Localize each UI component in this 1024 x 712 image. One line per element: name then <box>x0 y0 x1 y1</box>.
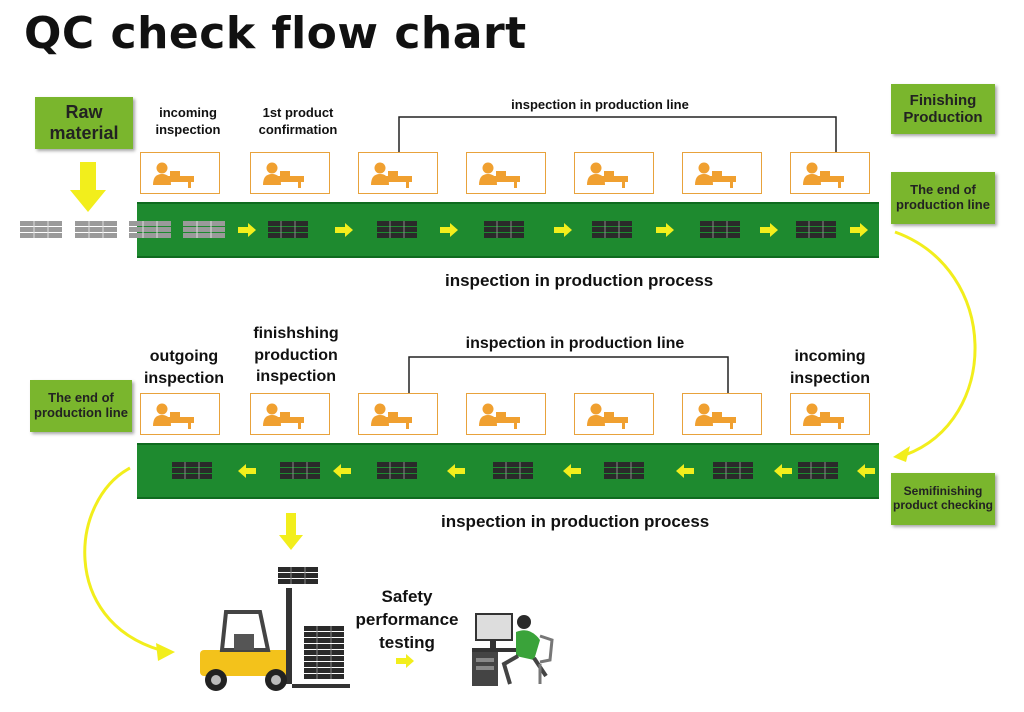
worker-icon <box>587 162 628 188</box>
right-arrow-icon <box>850 223 868 237</box>
product-stack-icon <box>376 461 418 480</box>
worker-icon <box>153 403 194 429</box>
product-stack-icon <box>492 461 534 480</box>
page-title: QC check flow chart <box>24 8 527 59</box>
down-arrow-icon <box>70 162 106 212</box>
product-stack-icon <box>277 566 319 585</box>
first-product-label: 1st product confirmation <box>258 105 338 137</box>
end-of-line-top-label: The end of production line <box>891 172 995 224</box>
product-stack-icon <box>376 220 418 239</box>
worker-icon <box>803 403 844 429</box>
safety-testing-label: Safety performance testing <box>355 587 459 652</box>
right-arrow-icon <box>554 223 572 237</box>
process-caption-bottom: inspection in production process <box>441 512 710 531</box>
worker-icon <box>587 403 628 429</box>
product-stack-icon <box>279 461 321 480</box>
worker-icon <box>803 162 844 188</box>
incoming-inspection-label: incoming inspection <box>155 105 221 137</box>
product-stack-icon <box>712 461 754 480</box>
right-arrow-icon <box>760 223 778 237</box>
right-arrow-icon <box>238 223 256 237</box>
outgoing-inspection-label: outgoing inspection <box>143 348 224 387</box>
product-stack-icon <box>797 461 839 480</box>
left-arrow-icon <box>563 464 581 478</box>
worker-icon <box>263 162 304 188</box>
product-stack-icon <box>267 220 309 239</box>
end-of-line-bottom-label: The end of production line <box>30 380 132 432</box>
worker-icon <box>263 403 304 429</box>
line-bracket-bottom <box>408 356 729 393</box>
product-stack-icon <box>171 461 213 480</box>
worker-icon <box>695 403 736 429</box>
raw-stack-icon <box>182 220 226 239</box>
line-inspection-label-bottom: inspection in production line <box>465 335 685 352</box>
right-arrow-icon <box>656 223 674 237</box>
semifinishing-label: Semifinishing product checking <box>891 473 995 525</box>
raw-stack-icon <box>19 220 63 239</box>
finishing-inspection-label: finishshing production inspection <box>253 325 339 386</box>
product-stack-icon <box>795 220 837 239</box>
product-stack-icon <box>699 220 741 239</box>
testing-station-icon <box>472 613 554 686</box>
raw-stack-icon <box>128 220 172 239</box>
left-arrow-icon <box>333 464 351 478</box>
right-arrow-icon <box>440 223 458 237</box>
product-stack-icon <box>483 220 525 239</box>
down-arrow-icon <box>279 513 303 550</box>
product-stack-icon <box>603 461 645 480</box>
left-arrow-icon <box>676 464 694 478</box>
product-stack-icon <box>591 220 633 239</box>
curve-arrow-right <box>894 230 977 457</box>
right-arrow-icon <box>335 223 353 237</box>
left-arrow-icon <box>774 464 792 478</box>
process-caption-top: inspection in production process <box>445 271 714 290</box>
worker-icon <box>371 162 412 188</box>
worker-icon <box>695 162 736 188</box>
right-arrow-icon <box>396 654 414 668</box>
raw-stack-icon <box>74 220 118 239</box>
curve-arrowhead-icon <box>156 643 175 661</box>
line-inspection-label-top: inspection in production line <box>511 97 689 112</box>
worker-icon <box>479 403 520 429</box>
forklift-icon <box>200 588 350 691</box>
left-arrow-icon <box>447 464 465 478</box>
curve-arrow-left <box>83 466 161 652</box>
curve-arrowhead-icon <box>893 446 910 462</box>
incoming-inspection-label-bottom: incoming inspection <box>789 348 870 387</box>
left-arrow-icon <box>238 464 256 478</box>
worker-icon <box>371 403 412 429</box>
line-bracket-top <box>398 116 837 152</box>
raw-material-label: Raw material <box>35 97 133 149</box>
worker-icon <box>479 162 520 188</box>
worker-icon <box>153 162 194 188</box>
left-arrow-icon <box>857 464 875 478</box>
finishing-production-label: Finishing Production <box>891 84 995 134</box>
